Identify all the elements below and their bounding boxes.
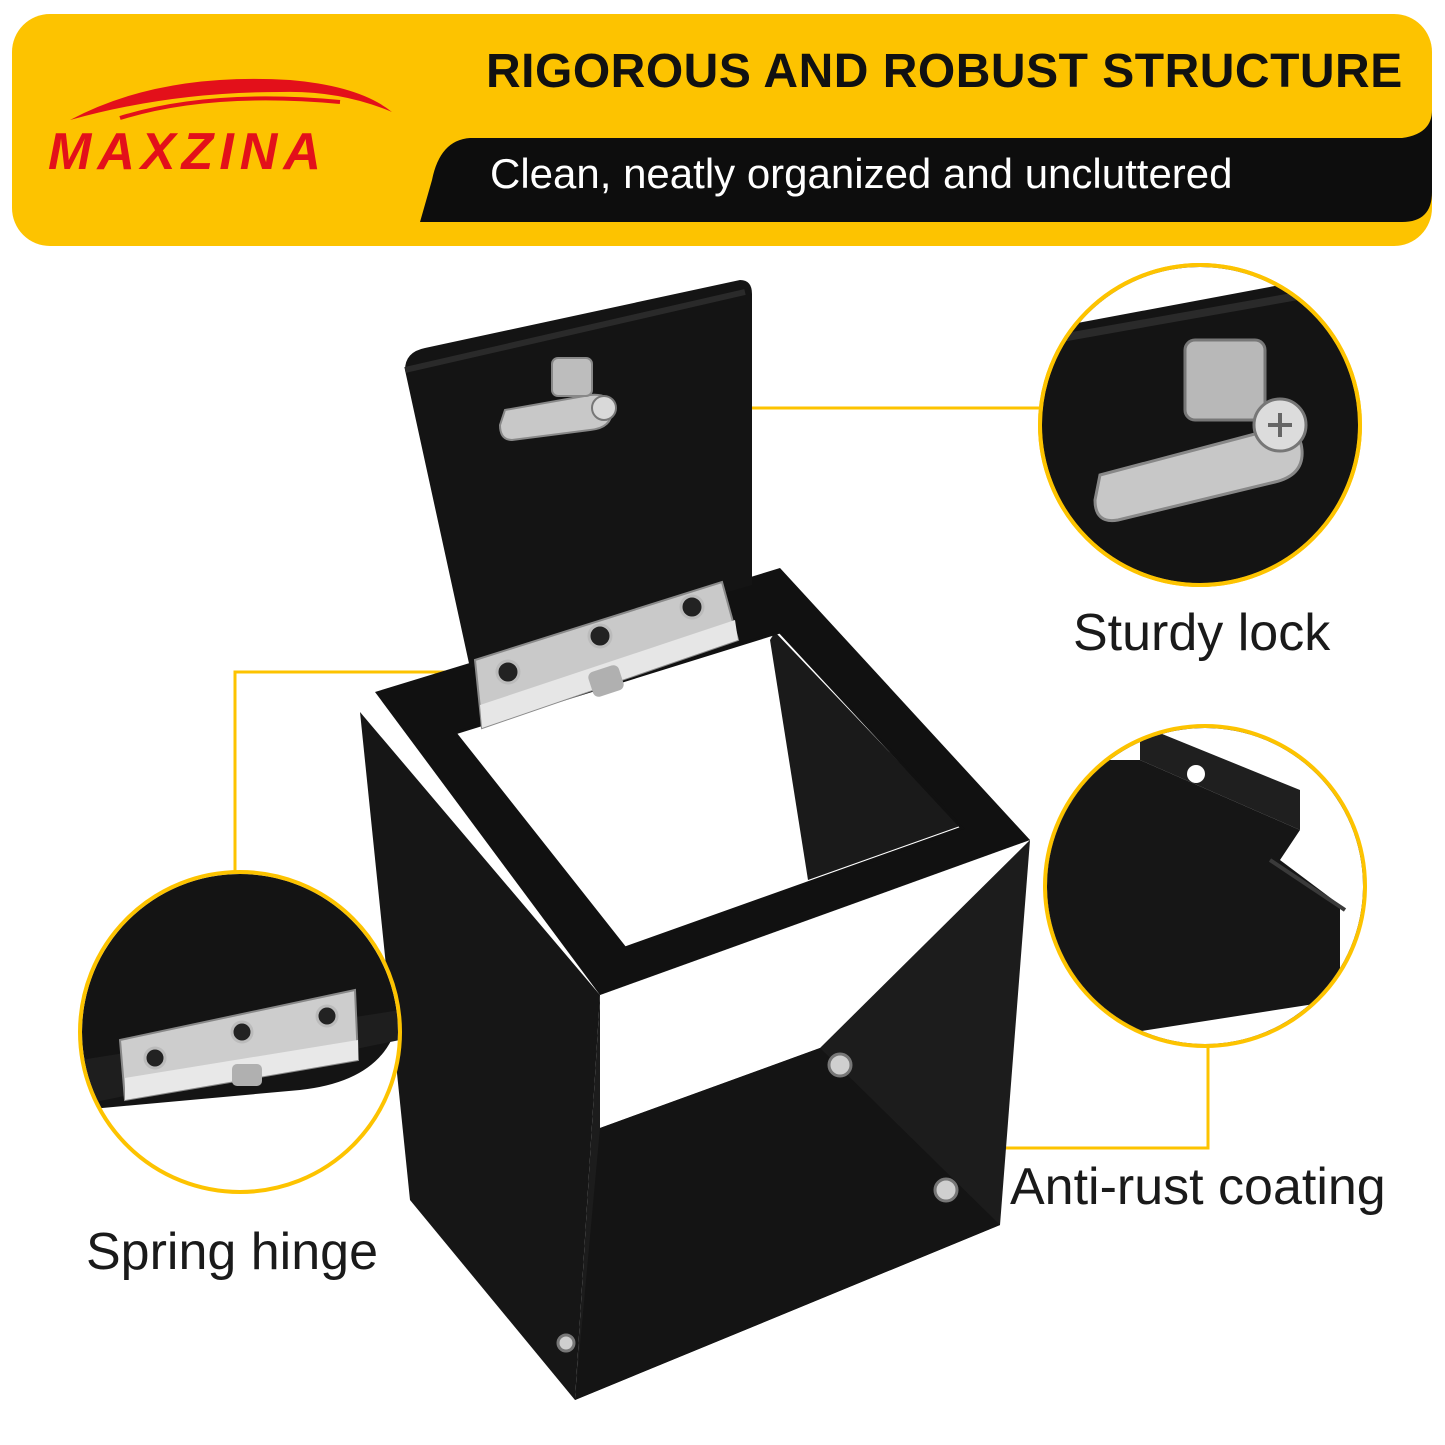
brand-name: MAXZINA — [48, 123, 327, 181]
screw-icon — [556, 1333, 576, 1353]
spring-hinge — [473, 580, 740, 730]
callout-label-hinge: Spring hinge — [86, 1223, 378, 1281]
cam-lock — [498, 357, 617, 442]
armrest-box — [360, 568, 1030, 1400]
screw-icon — [827, 1052, 853, 1078]
page-subtitle: Clean, neatly organized and uncluttered — [490, 150, 1233, 197]
callout-label-coating: Anti-rust coating — [1010, 1158, 1386, 1216]
callout-label-lock: Sturdy lock — [1073, 604, 1331, 662]
armrest-lid — [404, 280, 752, 668]
banner-shape — [12, 14, 1432, 246]
hinge-zoom-circle — [78, 870, 402, 1194]
brand-logo: MAXZINA — [40, 60, 420, 200]
page-title: RIGOROUS AND ROBUST STRUCTURE — [486, 45, 1403, 98]
screw-icon — [933, 1177, 959, 1203]
car-swoosh-icon — [70, 78, 392, 120]
lock-zoom-circle — [1038, 263, 1362, 587]
header-banner: MAXZINA RIGOROUS AND ROBUST STRUCTURE Cl… — [0, 0, 1445, 260]
coating-zoom-circle — [1043, 724, 1367, 1048]
